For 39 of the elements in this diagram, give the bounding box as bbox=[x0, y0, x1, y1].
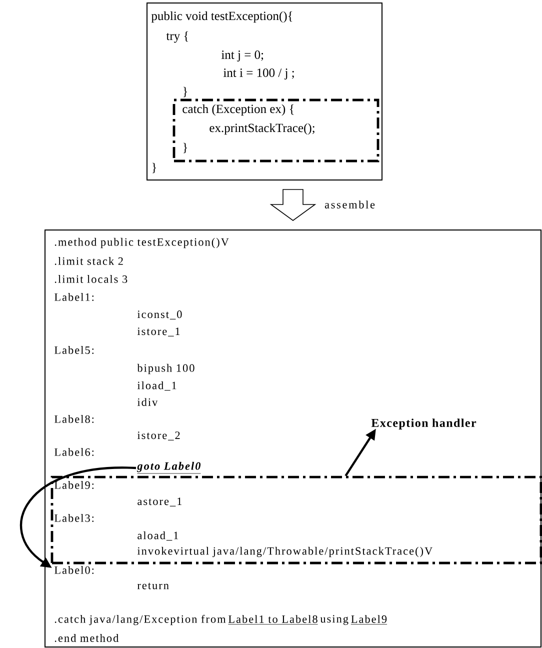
code-line: } bbox=[183, 86, 188, 98]
code-line: catch (Exception ex) { bbox=[182, 104, 294, 116]
code-line: Label5: bbox=[54, 346, 94, 354]
code-line: int j = 0; bbox=[221, 50, 264, 62]
code-line: istore_1 bbox=[137, 328, 180, 336]
code-line: .limit locals 3 bbox=[54, 275, 128, 283]
code-line: int i = 100 / j ; bbox=[223, 68, 294, 80]
code-line: aload_1 bbox=[138, 531, 178, 541]
edge-label: assemble bbox=[324, 200, 375, 208]
code-line: Label3: bbox=[54, 514, 94, 522]
code-line: invokevirtual java/lang/Throwable/printStackTrace()V bbox=[137, 546, 432, 558]
code-line: Label1 to Label8 bbox=[228, 615, 318, 625]
code-line: .method public testException()V bbox=[54, 238, 229, 248]
code-line: goto Label0 bbox=[137, 462, 201, 474]
code-line: public void testException(){ bbox=[151, 11, 292, 23]
code-line: Label1: bbox=[54, 293, 94, 301]
code-line: using bbox=[320, 615, 348, 625]
code-line: Label0: bbox=[54, 566, 94, 574]
code-line: Label9: bbox=[54, 481, 94, 489]
code-line: Label8: bbox=[54, 415, 94, 423]
code-line: .catch java/lang/Exception from bbox=[54, 614, 226, 626]
code-line: .end method bbox=[54, 634, 118, 642]
code-line: } bbox=[152, 162, 156, 174]
code-line: } bbox=[183, 142, 188, 154]
code-line: idiv bbox=[137, 398, 158, 406]
code-line: istore_2 bbox=[137, 432, 180, 440]
code-line: return bbox=[137, 582, 169, 590]
code-line: try { bbox=[166, 31, 188, 43]
code-line: iload_1 bbox=[137, 381, 176, 391]
code-line: Label6: bbox=[54, 448, 94, 456]
code-line: ex.printStackTrace(); bbox=[210, 123, 314, 135]
code-line: iconst_0 bbox=[137, 310, 182, 320]
code-line: bipush 100 bbox=[137, 364, 194, 374]
code-line: Label9 bbox=[350, 615, 388, 625]
code-line: astore_1 bbox=[138, 498, 182, 506]
annotation-text: Exception handler bbox=[371, 418, 476, 430]
hollow-arrow bbox=[270, 189, 316, 221]
code-line: .limit stack 2 bbox=[54, 257, 123, 265]
curved-arrow bbox=[20, 466, 136, 568]
